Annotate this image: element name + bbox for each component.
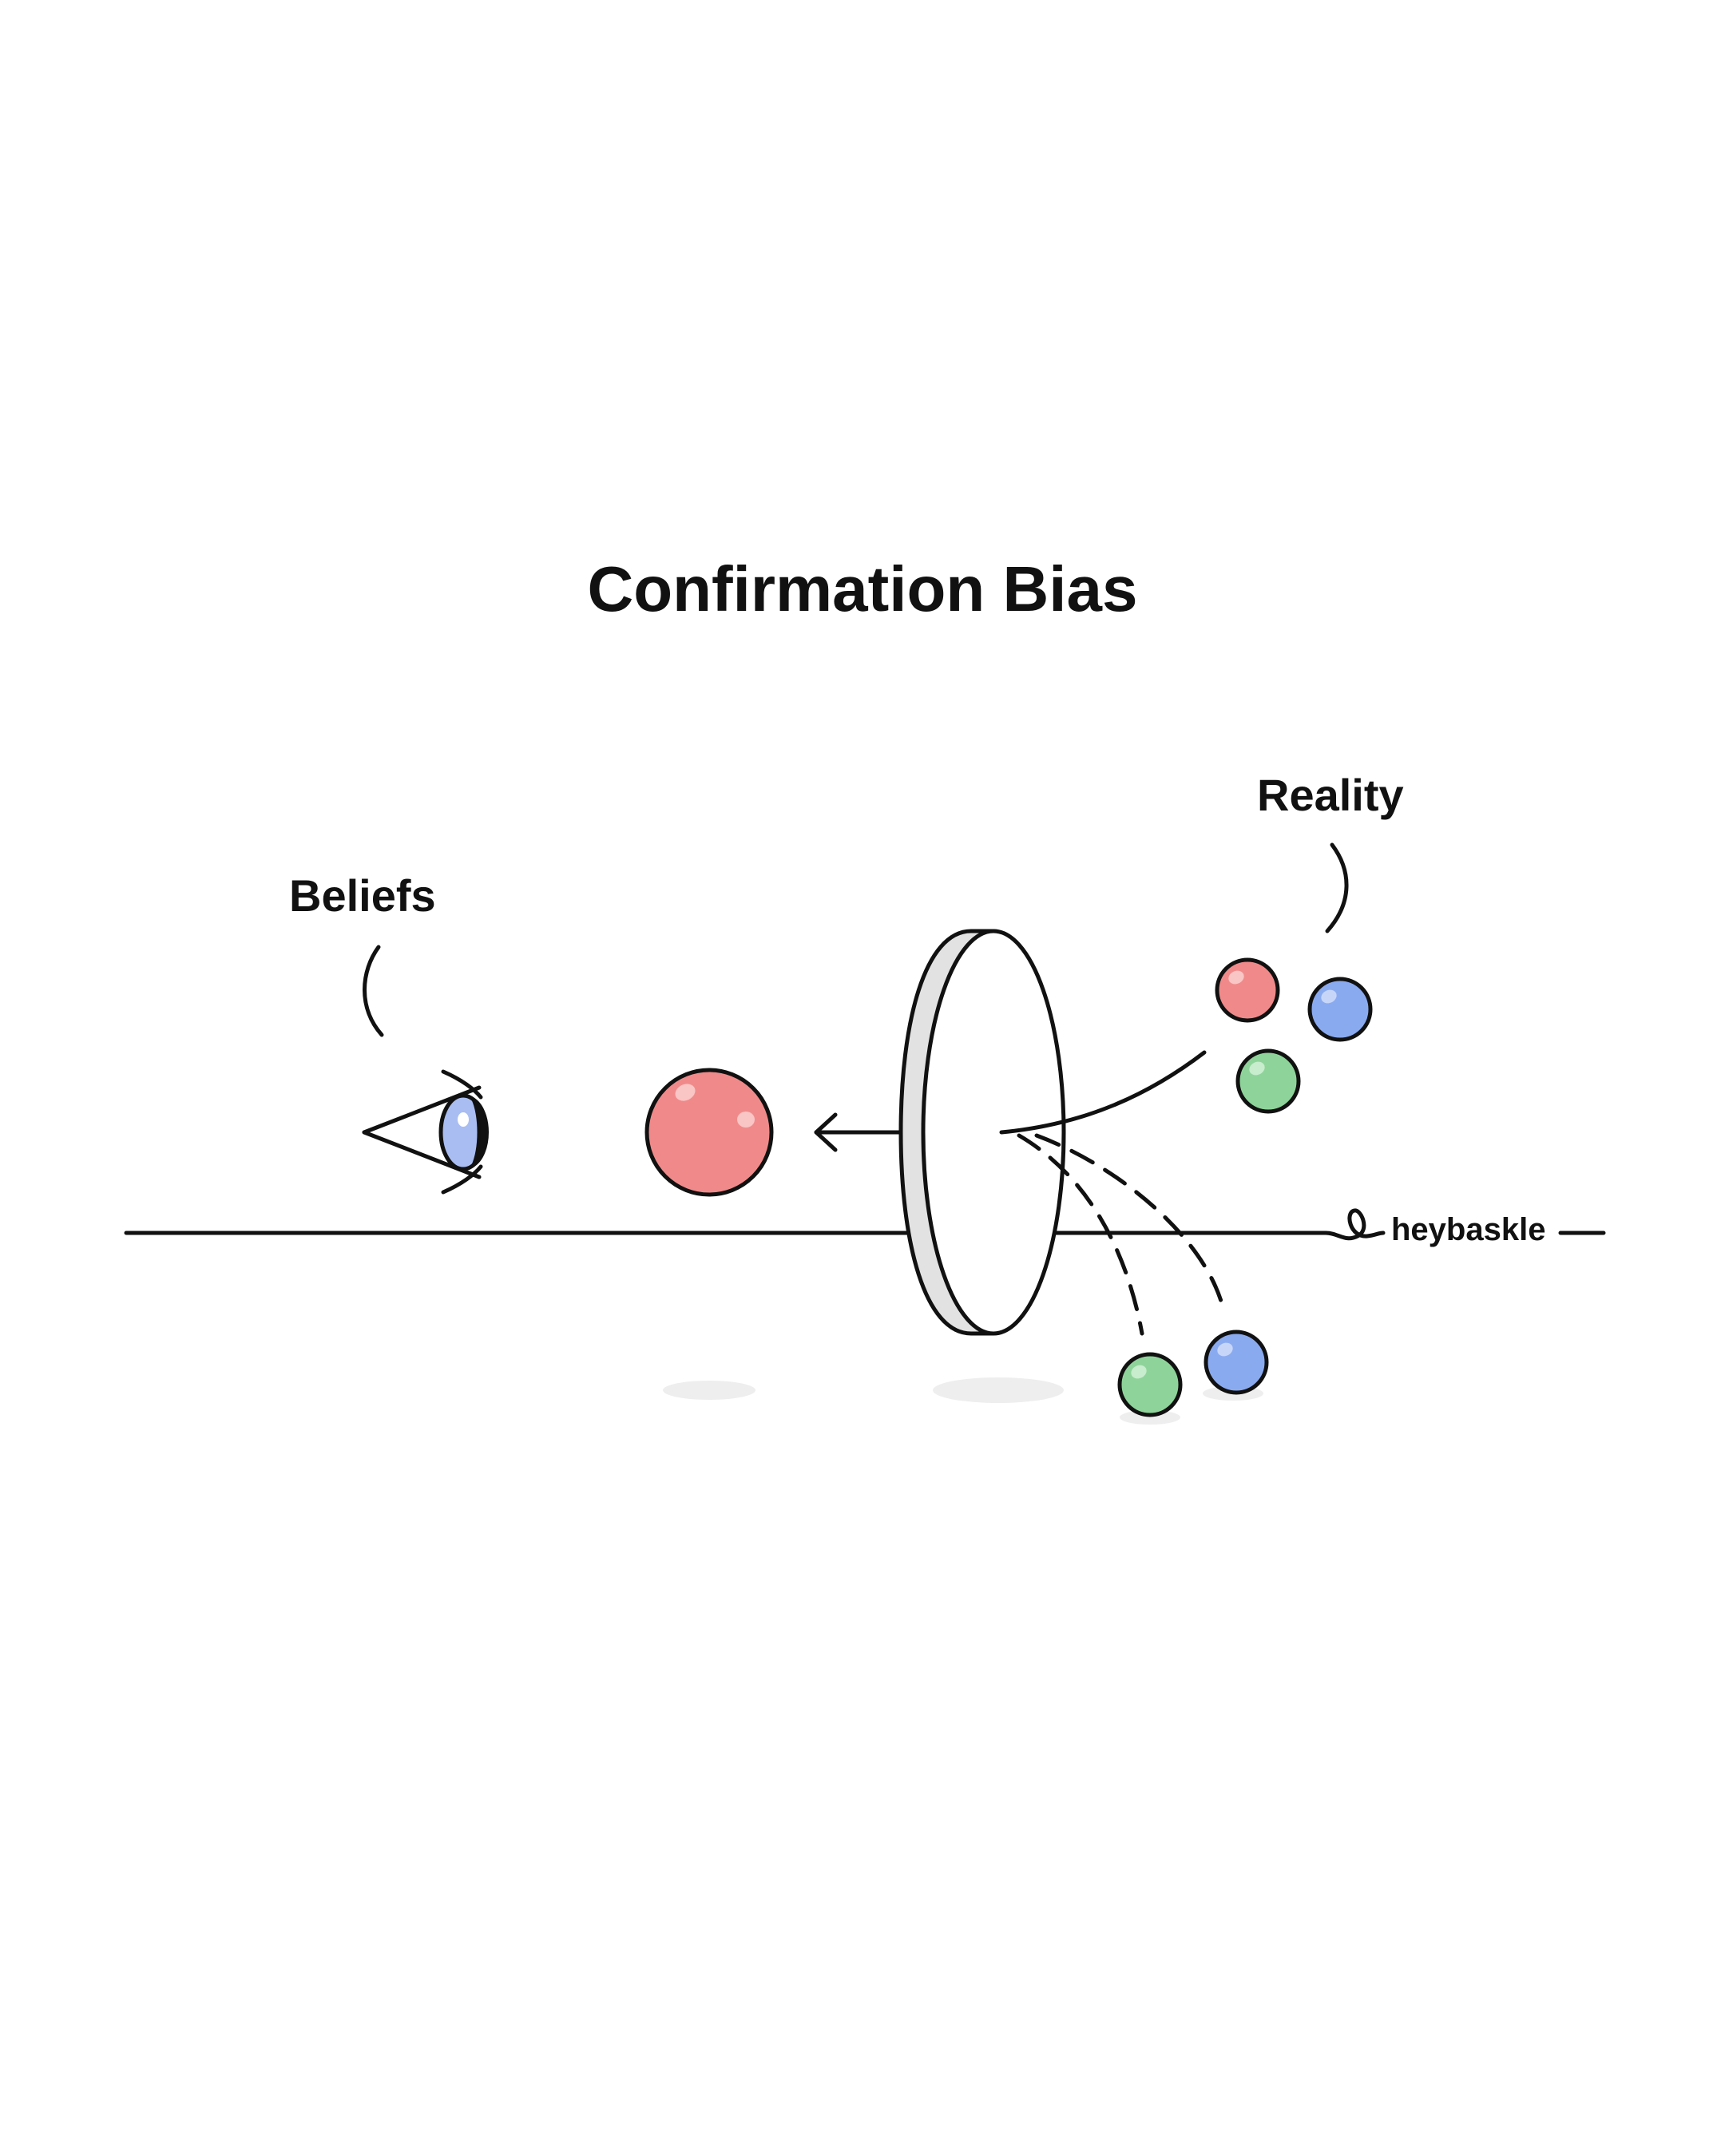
reality-blue-ball [1307,977,1373,1042]
rejected-path-blue [1034,1133,1226,1312]
reality-red-ball [1215,957,1280,1023]
rejected-path-green [1017,1133,1144,1336]
beliefs-label: Beliefs [289,870,436,921]
reality-input-line [999,1050,1207,1135]
reality-label: Reality [1257,770,1404,820]
lens-shadow [933,1377,1064,1403]
reality-pointer [1325,842,1349,933]
fallen-green-shadow [1120,1410,1180,1425]
eye-icon [362,1069,489,1195]
beliefs-pointer [363,945,384,1037]
ball-shadow [663,1381,755,1400]
filter-arrow [814,1112,906,1152]
brand-name: heybaskle [1386,1211,1551,1249]
reality-green-ball [1235,1048,1301,1114]
page-title: Confirmation Bias [587,553,1138,624]
brand-squiggle-icon [1323,1208,1386,1241]
rejected-green-ball [1117,1352,1183,1417]
confirmed-ball [644,1068,774,1197]
rejected-blue-ball [1204,1330,1269,1395]
filter-lens [898,929,1066,1336]
